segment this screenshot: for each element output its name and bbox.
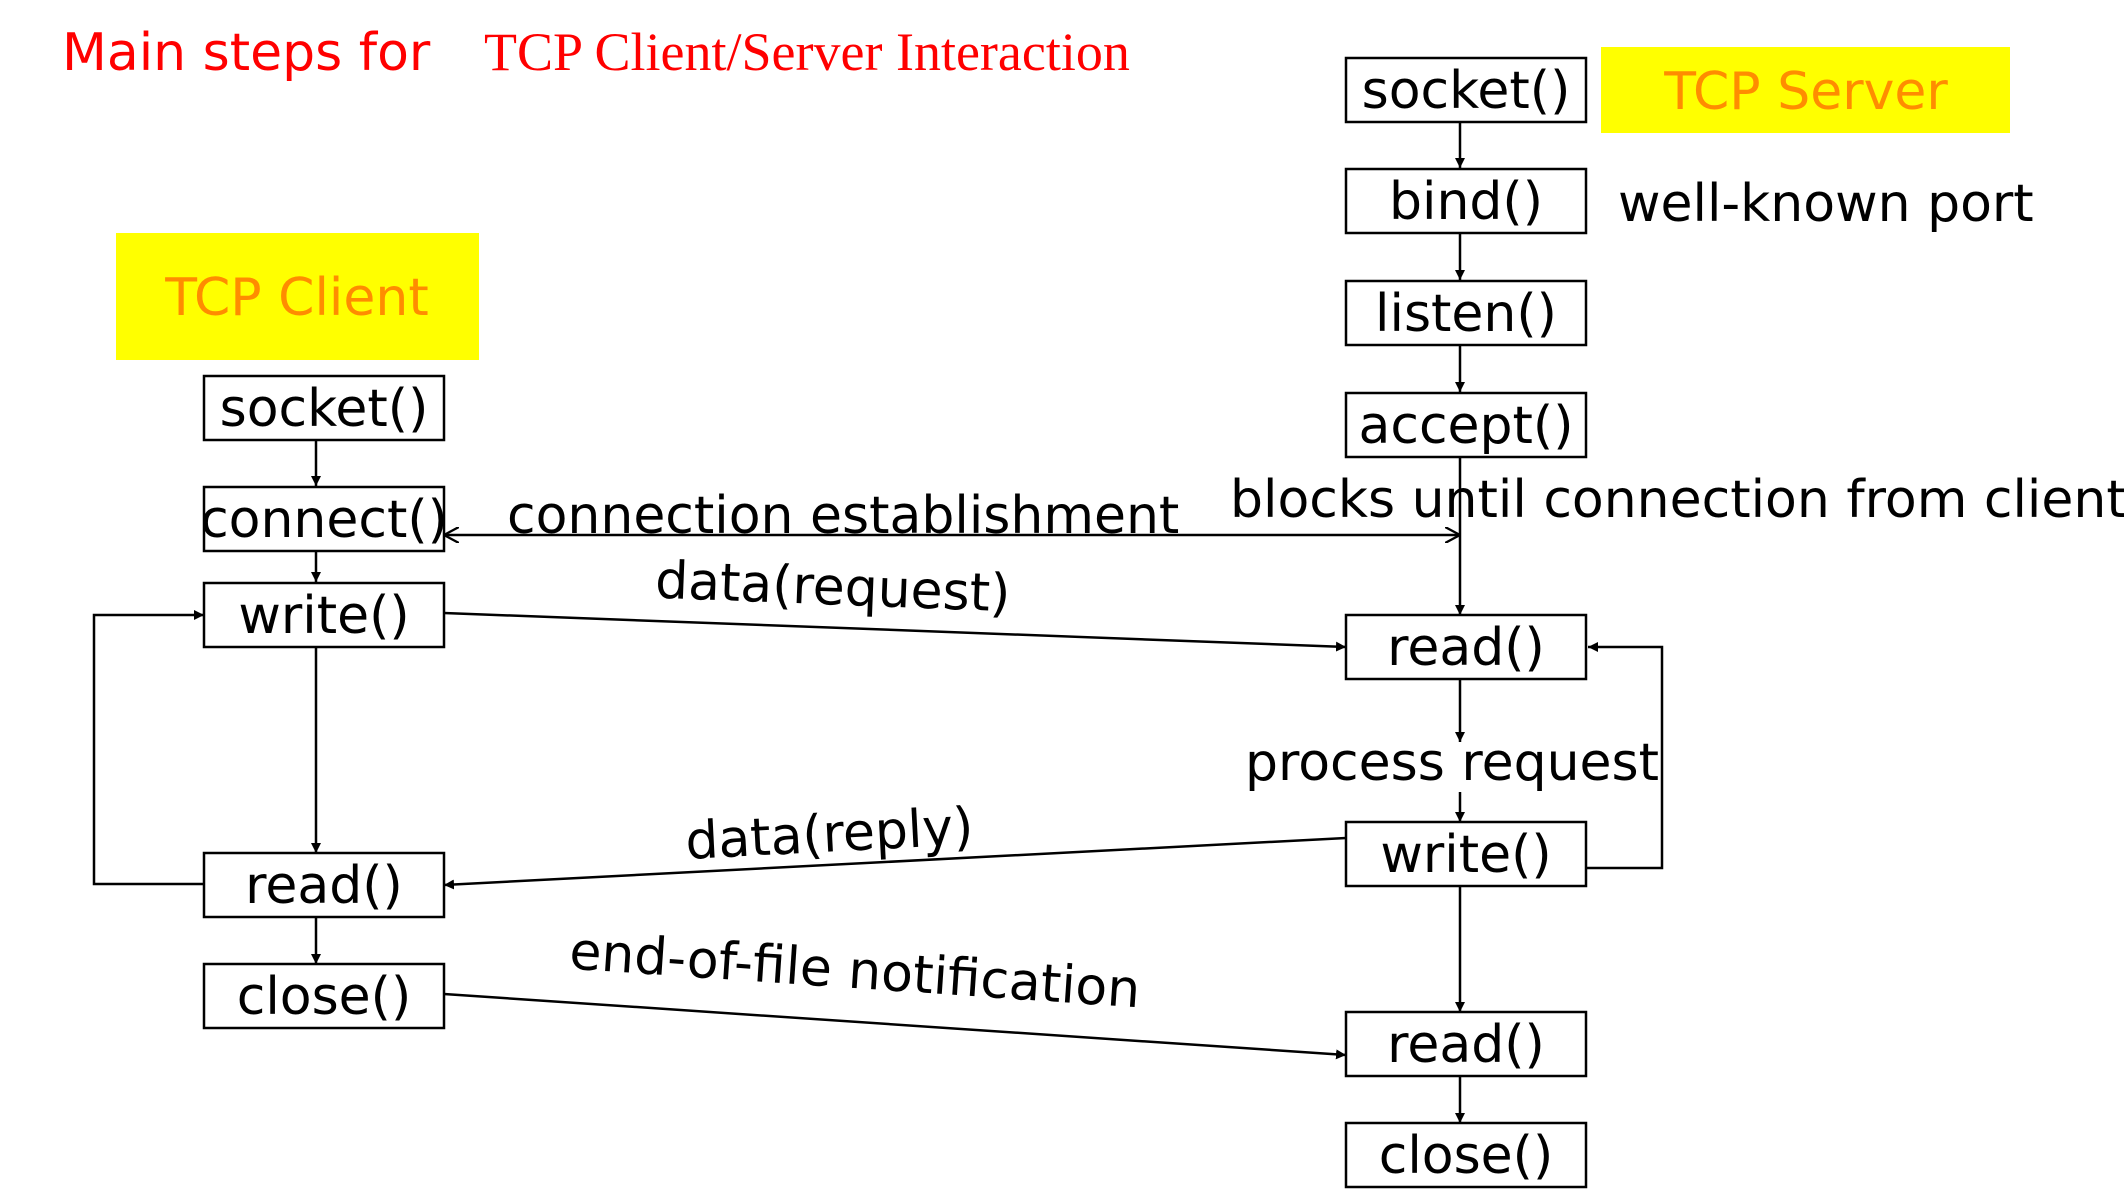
eof-notification-label: end-of-file notification <box>568 922 1143 1021</box>
client-write-box: write() <box>202 581 446 649</box>
title-prefix: Main steps for <box>62 23 431 83</box>
title-main: TCP Client/Server Interaction <box>484 22 1130 82</box>
client-close-box: close() <box>202 962 446 1030</box>
accept-note: blocks until connection from client <box>1230 470 2124 530</box>
client-connect-label: connect() <box>200 490 448 550</box>
client-role-badge: TCP Client <box>116 233 479 360</box>
server-read-eof-label: read() <box>1387 1015 1545 1075</box>
client-socket-label: socket() <box>220 379 429 439</box>
server-role-label: TCP Server <box>1663 62 1948 122</box>
process-request-label: process request <box>1245 733 1659 793</box>
client-role-label: TCP Client <box>164 268 428 328</box>
server-accept-label: accept() <box>1358 396 1573 456</box>
client-loop-arrow <box>92 610 204 886</box>
server-write-label: write() <box>1380 825 1551 885</box>
client-role-background <box>116 233 479 360</box>
connection-establishment-label: connection establishment <box>507 486 1179 546</box>
eof-notification-arrow <box>443 992 1347 1060</box>
server-close-box: close() <box>1344 1121 1588 1189</box>
server-listen-box: listen() <box>1344 279 1588 347</box>
server-bind-label: bind() <box>1389 172 1543 232</box>
server-read-label: read() <box>1387 618 1545 678</box>
client-socket-box: socket() <box>202 374 446 442</box>
client-connect-box: connect() <box>200 485 448 553</box>
server-write-box: write() <box>1344 820 1588 888</box>
server-socket-box: socket() <box>1344 56 1588 124</box>
server-listen-label: listen() <box>1375 284 1557 344</box>
server-socket-label: socket() <box>1362 61 1571 121</box>
reply-data-arrow <box>443 836 1347 890</box>
server-close-label: close() <box>1379 1126 1554 1186</box>
server-bind-box: bind() <box>1344 167 1588 235</box>
client-read-box: read() <box>202 851 446 919</box>
server-loop-arrow <box>1586 642 1664 870</box>
client-write-label: write() <box>238 586 409 646</box>
request-data-label: data(request) <box>654 551 1011 625</box>
bind-note: well-known port <box>1618 174 2034 234</box>
server-role-badge: TCP Server <box>1601 47 2010 133</box>
server-accept-box: accept() <box>1344 391 1588 459</box>
page-title: Main steps for TCP Client/Server Interac… <box>62 22 1130 83</box>
client-read-label: read() <box>245 856 403 916</box>
client-close-label: close() <box>237 967 412 1027</box>
request-data-arrow <box>443 611 1347 652</box>
server-role-background <box>1601 47 2010 133</box>
server-read-box: read() <box>1344 613 1588 681</box>
server-read-eof-box: read() <box>1344 1010 1588 1078</box>
